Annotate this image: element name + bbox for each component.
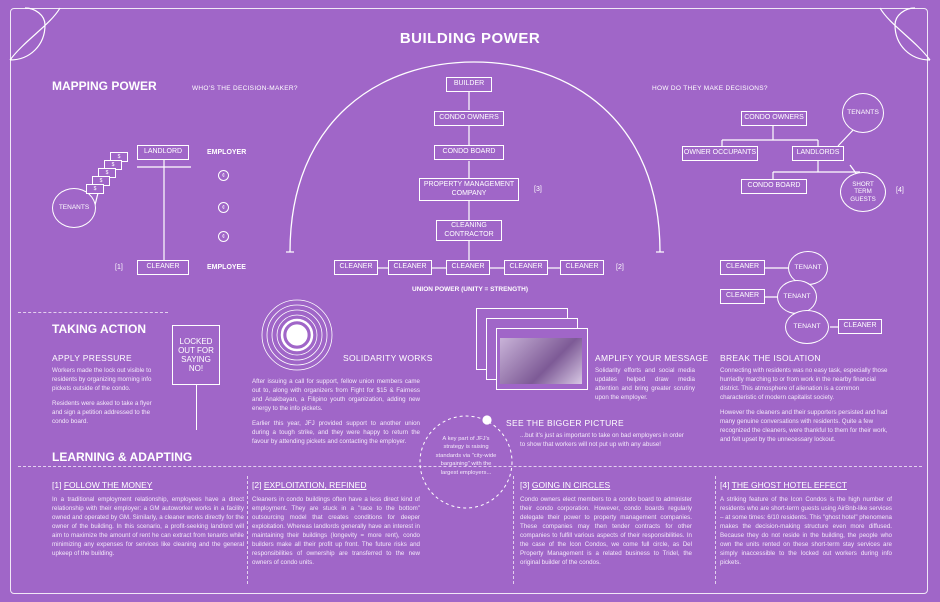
column-divider [247, 476, 248, 584]
taking-action-heading: TAKING ACTION [52, 322, 146, 336]
locked-out-sign: LOCKED OUT FOR SAYING NO! [172, 325, 220, 385]
employer-label: EMPLOYER [207, 149, 247, 156]
cleaning-contractor-box: CLEANING CONTRACTOR [436, 220, 502, 241]
tenant-circle: TENANT [777, 280, 817, 314]
cleaner-box-left: CLEANER [137, 260, 189, 275]
learning-item-text: In a traditional employment relationship… [52, 496, 244, 557]
decision-maker-subheading: WHO'S THE DECISION-MAKER? [192, 85, 298, 92]
cleaner-box: CLEANER [504, 260, 548, 275]
landlords-box: LANDLORDS [792, 146, 844, 161]
divider [18, 312, 168, 313]
cleaner-box: CLEANER [388, 260, 432, 275]
column-divider [513, 476, 514, 584]
solidarity-title: SOLIDARITY WORKS [343, 353, 433, 363]
page-frame [10, 8, 928, 594]
how-decisions-subheading: HOW DO THEY MAKE DECISIONS? [652, 85, 768, 92]
cleaner-box: CLEANER [334, 260, 378, 275]
builder-box: BUILDER [446, 77, 492, 92]
page-title: BUILDING POWER [399, 30, 541, 47]
bigger-picture-text: ...but it's just as important to take on… [520, 432, 684, 448]
employee-label: EMPLOYEE [207, 264, 246, 271]
mapping-power-heading: MAPPING POWER [52, 79, 157, 93]
divider [18, 466, 922, 467]
cleaner-box: CLEANER [560, 260, 604, 275]
corner-ornament-tl [9, 7, 61, 61]
tenant-circle: TENANT [788, 251, 828, 285]
condo-owners-box: CONDO OWNERS [434, 111, 504, 126]
learning-item-title: [3] GOING IN CIRCLES [520, 480, 611, 490]
cleaner-box: CLEANER [446, 260, 490, 275]
short-term-guests-circle: SHORT TERM GUESTS [840, 172, 886, 212]
coin-icon: ¢ [218, 231, 229, 242]
cleaner-box-br: CLEANER [838, 319, 882, 334]
amplify-text: Solidarity efforts and social media upda… [595, 367, 695, 401]
protest-photo [500, 338, 582, 384]
learning-item-text: Condo owners elect members to a condo bo… [520, 496, 692, 566]
condo-owners-box-right: CONDO OWNERS [741, 111, 807, 126]
tenant-circle: TENANT [785, 310, 829, 344]
ref-3: [3] [534, 186, 542, 193]
property-management-box: PROPERTY MANAGEMENT COMPANY [419, 178, 519, 201]
owner-occupants-box: OWNER OCCUPANTS [682, 146, 758, 161]
isolation-text: Connecting with residents was no easy ta… [720, 367, 888, 443]
solidarity-text: After issuing a call for support, fellow… [252, 378, 420, 445]
landlord-box: LANDLORD [137, 145, 189, 160]
learning-item-text: Cleaners in condo buildings often have a… [252, 496, 420, 566]
condo-board-box: CONDO BOARD [434, 145, 504, 160]
tenants-circle-right: TENANTS [842, 93, 884, 133]
bigger-picture-title: SEE THE BIGGER PICTURE [506, 418, 624, 428]
strategy-bubble: A key part of JFJ's strategy is raising … [435, 436, 497, 476]
cleaner-box-br: CLEANER [720, 260, 765, 275]
condo-board-box-right: CONDO BOARD [741, 179, 807, 194]
learning-heading: LEARNING & ADAPTING [52, 450, 193, 464]
learning-item-title: [1] FOLLOW THE MONEY [52, 480, 153, 490]
sign-post [196, 385, 197, 430]
dollar-bill-icon: $ [86, 184, 104, 194]
tenants-circle: TENANTS [52, 188, 96, 228]
amplify-title: AMPLIFY YOUR MESSAGE [595, 353, 709, 363]
union-power-label: UNION POWER (UNITY = STRENGTH) [412, 286, 528, 293]
ref-4: [4] [896, 187, 904, 194]
corner-ornament-tr [879, 7, 931, 61]
ref-2: [2] [616, 264, 624, 271]
ref-1: [1] [115, 264, 123, 271]
learning-item-title: [2] EXPLOITATION, REFINED [252, 480, 367, 490]
apply-pressure-text: Workers made the lock out visible to res… [52, 367, 152, 425]
isolation-title: BREAK THE ISOLATION [720, 353, 821, 363]
learning-item-text: A striking feature of the Icon Condos is… [720, 496, 892, 566]
cleaner-box-br: CLEANER [720, 289, 765, 304]
apply-pressure-title: APPLY PRESSURE [52, 353, 132, 363]
coin-icon: ¢ [218, 170, 229, 181]
coin-icon: ¢ [218, 202, 229, 213]
learning-item-title: [4] THE GHOST HOTEL EFFECT [720, 480, 847, 490]
column-divider [715, 476, 716, 584]
